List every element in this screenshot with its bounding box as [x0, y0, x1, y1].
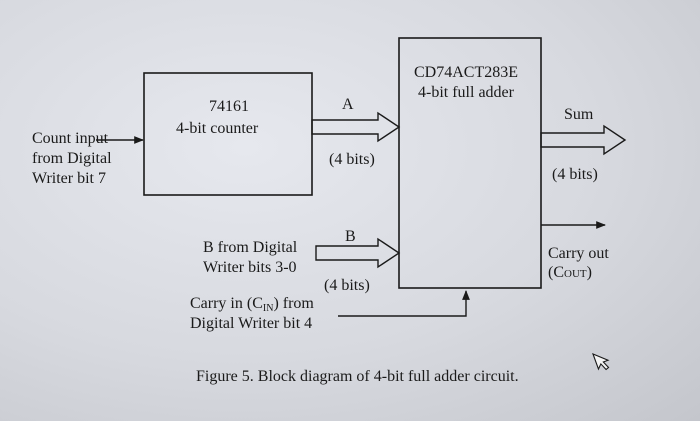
adder-block	[398, 37, 542, 289]
count-input-label-2: from Digital	[32, 150, 112, 167]
bus-b-arrow	[315, 237, 401, 269]
sum-width: (4 bits)	[552, 166, 598, 183]
bus-b-width: (4 bits)	[324, 277, 370, 294]
mouse-pointer-icon	[592, 353, 610, 371]
sum-label: Sum	[564, 106, 594, 123]
count-input-label-1: Count input	[32, 130, 109, 147]
counter-part-number: 74161	[209, 98, 249, 115]
carry-in-label-1: Carry in (CIN) from	[190, 295, 314, 314]
bus-b-label: B	[345, 228, 356, 245]
b-source-label-2: Writer bits 3-0	[203, 259, 297, 276]
carry-in-line	[338, 290, 470, 317]
bus-a-label: A	[342, 96, 354, 113]
carry-in-label-2: Digital Writer bit 4	[190, 315, 313, 332]
bus-a-width: (4 bits)	[329, 151, 375, 168]
b-source-label-1: B from Digital	[203, 239, 298, 256]
carry-out-label-1: Carry out	[548, 245, 609, 262]
bus-a-arrow	[311, 111, 401, 143]
counter-description: 4-bit counter	[176, 120, 259, 137]
figure-caption: Figure 5. Block diagram of 4-bit full ad…	[196, 368, 519, 385]
adder-part-number: CD74ACT283E	[414, 64, 518, 81]
count-input-label-3: Writer bit 7	[32, 170, 106, 187]
adder-description: 4-bit full adder	[418, 84, 514, 101]
sum-bus-arrow	[540, 124, 627, 156]
carry-out-label-2: (COUT)	[548, 264, 592, 281]
